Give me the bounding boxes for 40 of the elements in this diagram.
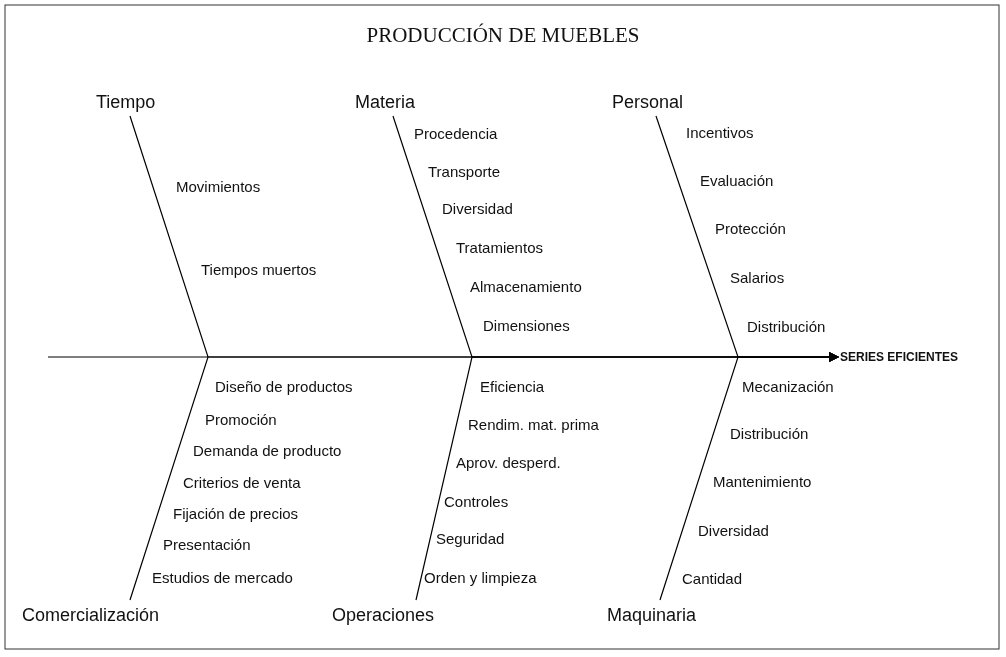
cause-label: Aprov. desperd. — [456, 454, 561, 472]
cause-label: Dimensiones — [483, 317, 570, 335]
cause-label: Mantenimiento — [713, 473, 812, 491]
category-label: Tiempo — [96, 91, 156, 113]
cause-label: Cantidad — [682, 570, 743, 588]
diagram-title: PRODUCCIÓN DE MUEBLES — [366, 22, 640, 48]
cause-label: Estudios de mercado — [152, 569, 293, 587]
category-label: Maquinaria — [607, 604, 697, 626]
cause-label: Salarios — [730, 269, 785, 287]
cause-label: Seguridad — [436, 530, 505, 548]
effect-label: SERIES EFICIENTES — [840, 349, 959, 365]
category-label: Operaciones — [332, 604, 435, 626]
cause-label: Controles — [444, 493, 509, 511]
cause-label: Mecanización — [742, 378, 834, 396]
category-label: Personal — [612, 91, 684, 113]
cause-label: Distribución — [730, 425, 809, 443]
cause-label: Criterios de venta — [183, 474, 301, 492]
cause-label: Fijación de precios — [173, 505, 299, 523]
cause-label: Tratamientos — [456, 239, 543, 257]
cause-label: Tiempos muertos — [201, 261, 317, 279]
cause-label: Diversidad — [442, 200, 513, 218]
cause-label: Evaluación — [700, 172, 774, 190]
cause-label: Presentación — [163, 536, 251, 554]
cause-label: Diversidad — [698, 522, 769, 540]
cause-label: Almacenamiento — [470, 278, 582, 296]
cause-label: Movimientos — [176, 178, 261, 196]
cause-label: Protección — [715, 220, 786, 238]
cause-label: Orden y limpieza — [424, 569, 537, 587]
cause-label: Transporte — [428, 163, 500, 181]
cause-label: Distribución — [747, 318, 826, 336]
cause-label: Incentivos — [686, 124, 754, 142]
bone-arrow — [659, 352, 839, 601]
cause-label: Demanda de producto — [193, 442, 342, 460]
cause-label: Rendim. mat. prima — [468, 416, 599, 434]
category-label: Comercialización — [22, 604, 160, 626]
cause-label: Procedencia — [414, 125, 498, 143]
cause-label: Promoción — [205, 411, 277, 429]
cause-label: Diseño de productos — [215, 378, 353, 396]
cause-label: Eficiencia — [480, 378, 545, 396]
category-label: Materia — [355, 91, 416, 113]
